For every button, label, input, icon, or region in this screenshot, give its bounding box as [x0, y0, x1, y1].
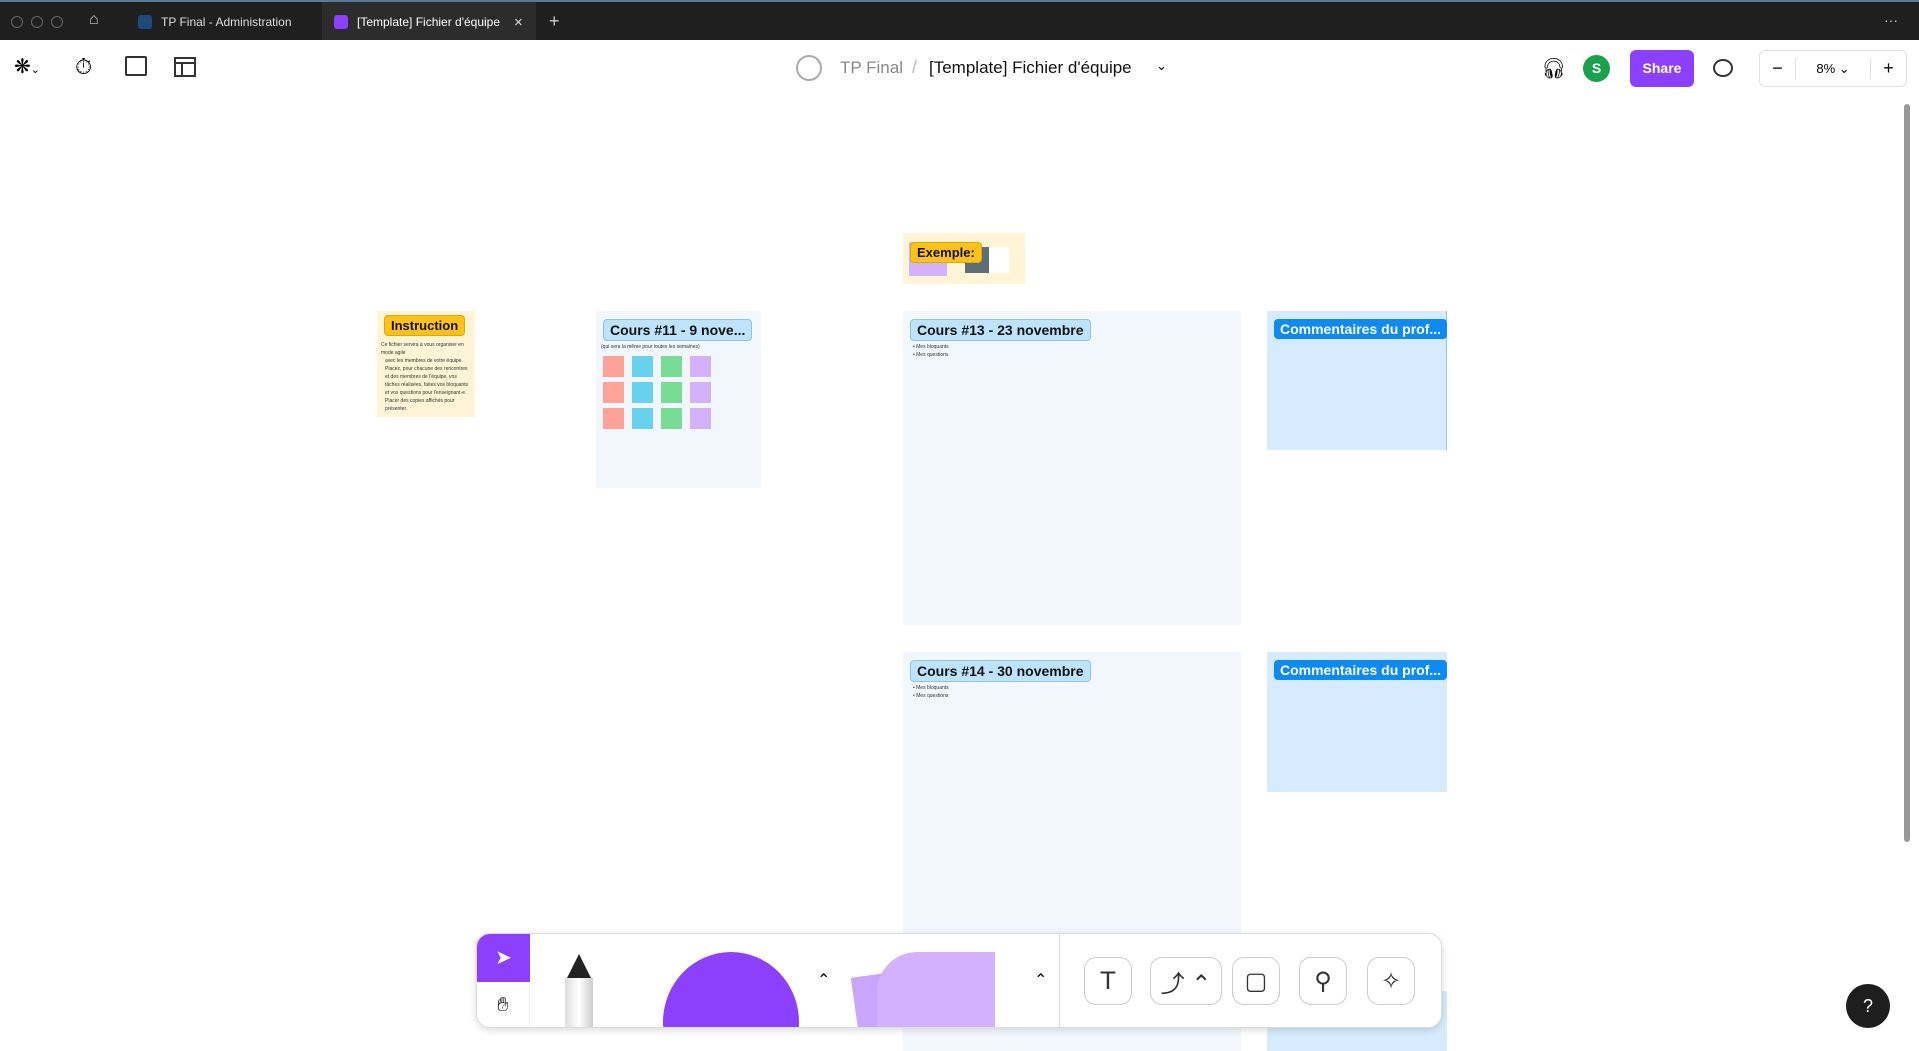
text-tool[interactable]: T: [1084, 957, 1132, 1005]
window-close-button[interactable]: [11, 16, 23, 28]
tab-label: [Template] Fichier d'équipe: [357, 15, 501, 29]
section-label: Cours #14 - 30 novembre: [910, 660, 1091, 682]
select-tool[interactable]: ➤: [477, 934, 530, 982]
layout-icon[interactable]: [174, 57, 196, 77]
section-label: Commentaires du prof...: [1274, 660, 1448, 680]
user-avatar-icon[interactable]: [796, 55, 822, 81]
bullet-item: • Mes bloquants: [913, 344, 949, 350]
voting-icon[interactable]: [125, 56, 147, 76]
comment-icon[interactable]: [1713, 59, 1733, 77]
vertical-scrollbar[interactable]: [1904, 104, 1910, 842]
exemple-section[interactable]: Exemple:: [903, 233, 1025, 284]
main-menu-button[interactable]: ❋⌄: [14, 54, 40, 79]
sticky-note[interactable]: [690, 408, 711, 429]
instruction-text: avec les membres de votre équipe.: [385, 358, 463, 364]
sticky-note[interactable]: [632, 356, 653, 377]
chevron-up-icon[interactable]: ⌃: [817, 972, 831, 989]
window-maximize-button[interactable]: [51, 16, 63, 28]
share-button[interactable]: Share: [1630, 50, 1694, 87]
cursor-icon: ➤: [495, 947, 512, 969]
instruction-text: Placez, pour chacune des rencontres et d…: [385, 366, 469, 396]
breadcrumb-separator: /: [912, 57, 918, 77]
browser-tab-bar: ⌂ TP Final - Administration [Template] F…: [0, 0, 1919, 42]
sticky-note[interactable]: [690, 382, 711, 403]
section-label: Commentaires du prof...: [1274, 319, 1448, 339]
text-icon: T: [1100, 967, 1116, 995]
sticky-note[interactable]: [632, 408, 653, 429]
tab-administration[interactable]: TP Final - Administration: [132, 2, 322, 42]
creation-toolbar: ➤ ✋︎ ⌃ ⌃ T ⤴ ⌃ ▢ ⚲ ✧: [476, 933, 1442, 1028]
cours13-section[interactable]: Cours #13 - 23 novembre • Mes bloquants …: [903, 311, 1241, 625]
cours11-section[interactable]: (qui sera la même pour toutes les semain…: [596, 311, 761, 488]
more-tools[interactable]: ✧: [1367, 957, 1415, 1005]
sticky-note[interactable]: [632, 382, 653, 403]
chevron-up-icon[interactable]: ⌃: [1034, 972, 1048, 989]
section-subtitle: (qui sera la même pour toutes les semain…: [601, 344, 700, 350]
sticky-note[interactable]: [603, 382, 624, 403]
marker-icon[interactable]: [567, 954, 591, 978]
comment1-section[interactable]: Commentaires du prof...: [1267, 311, 1448, 450]
bullet-item: • Mes questions: [913, 352, 949, 358]
bullet-item: • Mes bloquants: [913, 685, 949, 691]
window-minimize-button[interactable]: [31, 16, 43, 28]
sticky-note[interactable]: [661, 408, 682, 429]
headphones-icon[interactable]: 🎧︎: [1541, 58, 1567, 80]
example-image: [989, 247, 1009, 273]
sticky-note[interactable]: [690, 356, 711, 377]
stamp-tool[interactable]: ⚲: [1299, 957, 1347, 1005]
figjam-file-icon: [138, 15, 152, 29]
instruction-text: Placer des copies affichés pour présente…: [385, 398, 455, 412]
section-tool[interactable]: ▢: [1232, 957, 1280, 1005]
chevron-down-icon[interactable]: ⌄: [1156, 58, 1167, 73]
zoom-level: 8%: [1816, 60, 1836, 76]
zoom-control: − 8% ⌄ +: [1759, 50, 1907, 87]
more-options-button[interactable]: ···: [1884, 12, 1898, 28]
project-breadcrumb[interactable]: TP Final: [840, 58, 903, 77]
hand-icon: ✋︎: [497, 994, 509, 1016]
hand-tool[interactable]: ✋︎: [477, 982, 530, 1027]
tab-label: TP Final - Administration: [161, 15, 292, 29]
marker-tool[interactable]: [565, 978, 593, 1027]
shape-tool[interactable]: [663, 952, 799, 1027]
instruction-section[interactable]: Instruction Ce fichier servira à vous or…: [377, 311, 475, 417]
section-icon: ▢: [1244, 967, 1268, 995]
sparkle-basket-icon: ✧: [1380, 967, 1402, 995]
close-tab-icon[interactable]: ×: [514, 13, 523, 31]
file-title[interactable]: [Template] Fichier d'équipe: [929, 58, 1132, 77]
help-button[interactable]: ?: [1846, 984, 1890, 1028]
connector-tool[interactable]: ⤴ ⌃: [1150, 957, 1222, 1005]
connector-icon: ⤴ ⌃: [1160, 970, 1212, 998]
sticky-note[interactable]: [603, 408, 624, 429]
sticky-note[interactable]: [661, 382, 682, 403]
zoom-level-dropdown[interactable]: 8% ⌄: [1816, 60, 1850, 76]
section-label: Exemple:: [910, 242, 982, 263]
comment2-section[interactable]: Commentaires du prof...: [1267, 652, 1448, 792]
timer-icon[interactable]: ⏱: [75, 54, 93, 79]
chevron-down-icon: ⌄: [30, 64, 40, 76]
figma-logo-icon: ❋: [14, 56, 31, 78]
section-label: Cours #11 - 9 nove...: [603, 319, 753, 341]
section-label: Cours #13 - 23 novembre: [910, 319, 1091, 341]
new-tab-button[interactable]: +: [549, 11, 560, 31]
home-icon[interactable]: ⌂: [89, 11, 99, 28]
zoom-in-button[interactable]: +: [1870, 58, 1906, 79]
stamp-icon: ⚲: [1314, 967, 1332, 995]
figjam-file-icon: [334, 15, 348, 29]
user-avatar[interactable]: S: [1583, 55, 1610, 82]
divider: [1059, 934, 1060, 1027]
instruction-text: Ce fichier servira à vous organiser en m…: [381, 342, 464, 356]
sticky-note[interactable]: [661, 356, 682, 377]
sticky-note-tool[interactable]: [877, 952, 995, 1027]
top-toolbar: ❋⌄ ⏱ TP Final / [Template] Fichier d'équ…: [0, 40, 1919, 98]
sticky-note[interactable]: [603, 356, 624, 377]
bullet-item: • Mes questions: [913, 693, 949, 699]
tab-template[interactable]: [Template] Fichier d'équipe ×: [322, 2, 536, 42]
section-label: Instruction: [384, 315, 466, 336]
zoom-out-button[interactable]: −: [1760, 58, 1796, 79]
